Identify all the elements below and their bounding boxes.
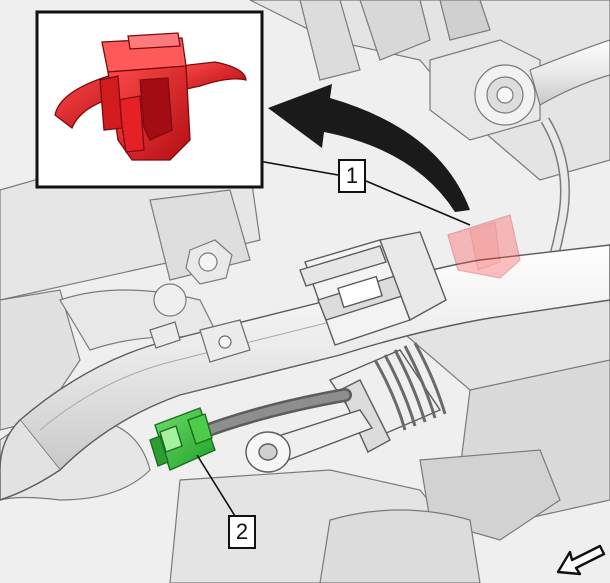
clip-1-red-enlarged [54, 32, 247, 161]
main-hose [0, 244, 610, 501]
cable [188, 388, 352, 442]
callout-2-label: 2 [228, 515, 256, 549]
bracket [149, 319, 251, 363]
curved-arrow-icon [268, 84, 470, 212]
detail-inset [35, 10, 264, 189]
clip-2-green [149, 407, 216, 471]
linkage-rod [245, 409, 374, 473]
direction-arrow-icon [556, 544, 606, 576]
clip-1-location-ghost [447, 214, 521, 279]
callout-1-label: 1 [338, 159, 366, 193]
hose-coupling [299, 231, 447, 346]
